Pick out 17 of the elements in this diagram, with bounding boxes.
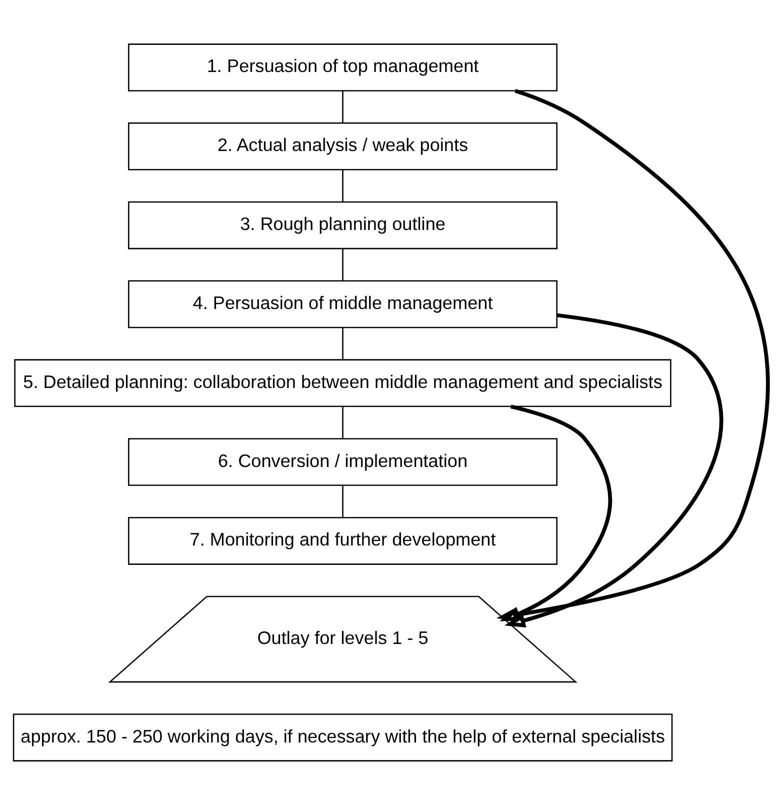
node-box: approx. 150 - 250 working days, if necessary with the help of external specialists	[12, 713, 673, 761]
node-box: 2. Actual analysis / weak points	[128, 122, 558, 170]
node-box: 5. Detailed planning: collaboration between middle management and specialists	[14, 358, 672, 407]
connector	[342, 248, 344, 280]
node-box: 1. Persuasion of top management	[128, 43, 558, 91]
node-box: 4. Persuasion of middle management	[128, 280, 558, 328]
arrow	[500, 404, 612, 621]
connector	[342, 406, 344, 438]
arrow	[504, 312, 724, 627]
node-box: 6. Conversion / implementation	[128, 438, 558, 486]
arrow	[496, 88, 770, 622]
node-box: 7. Monitoring and further development	[128, 516, 558, 564]
node-box: 3. Rough planning outline	[128, 200, 558, 249]
connector	[342, 484, 344, 517]
connector	[342, 90, 344, 122]
connector	[342, 327, 344, 360]
connector	[342, 169, 344, 202]
